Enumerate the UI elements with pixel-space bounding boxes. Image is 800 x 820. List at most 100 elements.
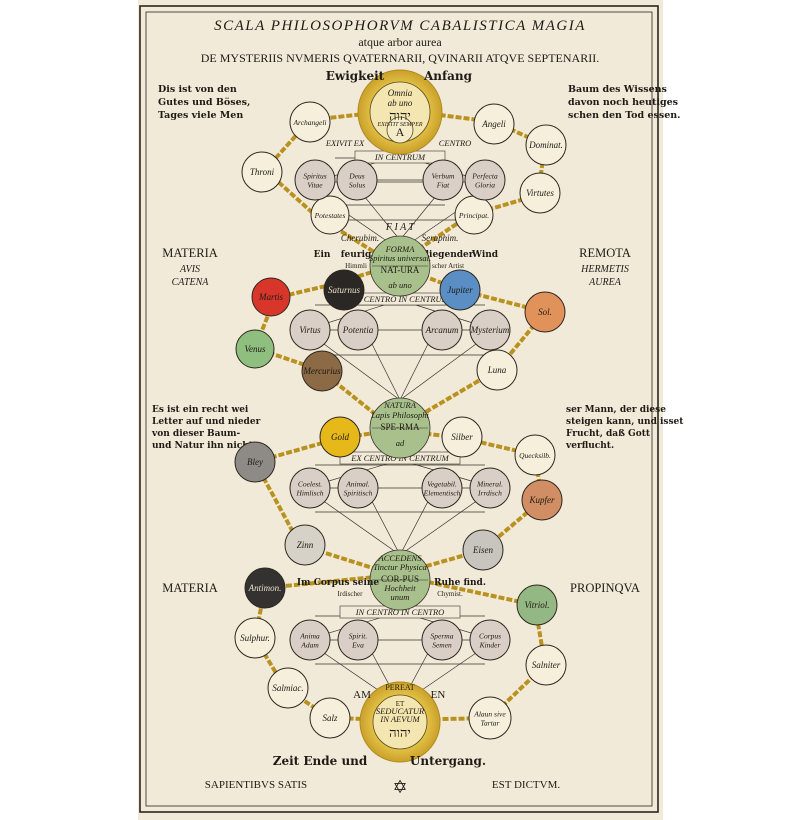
node-label: Deus [348,172,364,181]
untergang-label: Untergang. [410,754,486,768]
materia-label-1: MATERIA [162,246,218,260]
star-of-david-icon: ✡ [392,777,407,797]
node-label: Vitae [307,181,323,190]
node-virtus: Virtus [289,309,331,351]
node-label: Spiritus [303,172,326,181]
sapientibus-label: SAPIENTIBVS SATIS [205,779,307,791]
node-label: Corpus [479,632,501,641]
node-label: Vitriol. [524,600,549,610]
node-sulphur: Sulphur. [234,617,276,659]
top-sun [357,69,443,155]
node-sol: Sol. [524,291,566,333]
svg-text:schen den Tod essen.: schen den Tod essen. [568,110,680,121]
catena-label: CATENA [172,277,210,288]
node-label: Potestates [314,211,346,220]
node-animal: Animal.Spiritisch [337,467,379,509]
node-luna: Luna [476,349,518,391]
existit-label: EXISTIT SEMPER [376,122,422,128]
node-venus: Venus [235,329,275,369]
letter-a: A [396,125,405,139]
center-circle-forma: FORMA Spiritus universal. NAT-URA ab uno [369,235,431,297]
zeit-label: Zeit Ende und [273,754,368,768]
node-salniter: Salniter [525,644,567,686]
node-gold: Gold [319,416,361,458]
side-text-mid-left: Es ist ein recht wei Letter auf und nied… [151,405,261,451]
hermetis-label: HERMETIS [580,264,629,275]
himmli-label: Himmli [345,262,367,270]
exivit-label: EXIVIT EX [325,138,365,148]
node-label: Verbum [432,172,455,181]
node-virtutes: Virtutes [519,172,561,214]
node-label: Dominat. [528,140,563,150]
est-dictum-label: EST DICTVM. [492,779,560,791]
svg-text:davon noch heutiges: davon noch heutiges [568,97,678,108]
avis-label: AVIS [179,264,200,275]
svg-text:NATURA: NATURA [383,400,417,410]
seraphim-label: Seraphim. [422,233,459,243]
node-label: Sulphur. [240,633,270,643]
fiat-label: F I A T [385,222,416,233]
node-kupfer: Kupfer [521,479,563,521]
node-label: Martis [258,292,284,302]
pereat-label: PEREAT [385,683,414,692]
im-corpus-label: Im Corpus seine [297,578,380,588]
aurea-label: AUREA [588,277,622,288]
node-label: Mysterium [470,325,510,335]
node-label: Arcanum [425,325,459,335]
inner-border [145,11,653,807]
node-label: Jupiter [447,285,473,295]
node-label: Elementisch [423,489,461,498]
centro-label: CENTRO [439,138,472,148]
node-label: Antimon. [248,583,282,593]
node-principat: Principat. [454,195,494,235]
node-label: Solus [349,181,365,190]
node-zinn: Zinn [284,524,326,566]
wind-label: Wind [471,250,499,260]
node-label: Eisen [472,545,493,555]
node-label: Gloria [475,181,495,190]
node-label: Kupfer [528,495,554,505]
title-line-2: atque arbor aurea [358,35,442,49]
et-label: ET [396,700,405,708]
node-label: Salmiac. [272,683,303,693]
svg-text:Lapis Philosophi: Lapis Philosophi [370,410,429,420]
node-label: Kinder [479,641,501,650]
node-label: Angeli [481,119,506,129]
node-label: Silber [451,432,473,442]
svg-text:Hochheit: Hochheit [383,583,416,593]
svg-text:von dieser Baum-: von dieser Baum- [151,429,241,439]
node-label: Gold [331,432,350,442]
svg-text:unum: unum [391,592,410,602]
node-label: Saturnus [328,285,361,295]
node-label: Vegetabil. [427,480,457,489]
node-spirit-eva: Spirit.Eva [337,619,379,661]
bottom-sun [359,681,441,763]
irdischer-label: Irdischer [338,590,364,598]
svg-text:ser Mann, der diese: ser Mann, der diese [566,405,666,415]
svg-text:ad: ad [396,438,405,448]
svg-text:ACCEDENS: ACCEDENS [378,553,423,563]
chymist-label: Chymist. [437,590,463,598]
svg-text:verflucht.: verflucht. [565,441,614,451]
node-salz: Salz [309,697,351,739]
node-label: Luna [487,365,507,375]
title-line-3: DE MYSTERIIS NVMERIS QVATERNARII, QVINAR… [201,51,599,65]
node-label: Spiritisch [344,489,373,498]
svg-text:SPE-RMA: SPE-RMA [380,422,420,432]
svg-text:Es ist ein recht wei: Es ist ein recht wei [152,405,249,415]
svg-text:Tages viele Men: Tages viele Men [158,110,243,121]
node-arcanum: Arcanum [421,309,463,351]
node-vegetabil: Vegetabil.Elementisch [421,467,463,509]
node-mineral: Mineral.Irrdisch [469,467,511,509]
node-saturnus: Saturnus [323,269,365,311]
node-coelest: Coelest.Himlisch [289,467,331,509]
ein-label: Ein [314,250,331,260]
node-label: Adam [300,641,319,650]
node-label: Coelest. [298,480,322,489]
node-angeli: Angeli [473,103,515,145]
